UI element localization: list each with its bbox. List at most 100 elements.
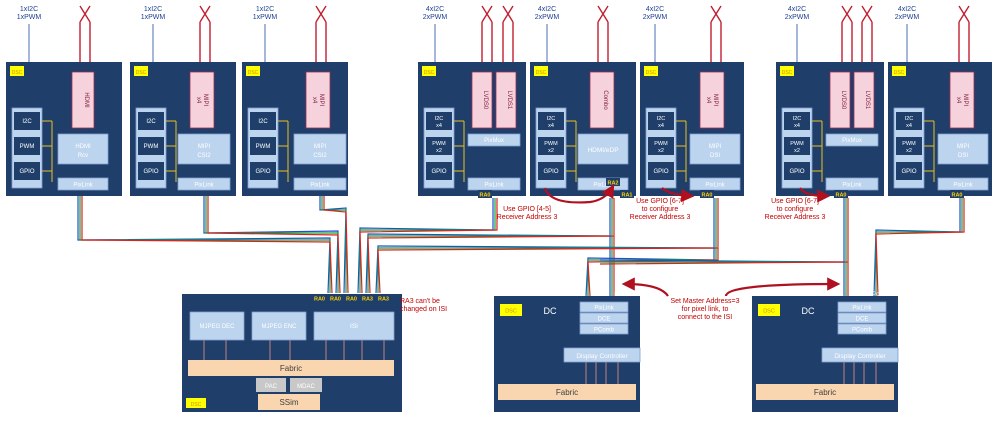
twisted-pair-connector [315,5,327,90]
dce-label: DCE [598,317,611,323]
ra-tag: RA2 [606,178,620,187]
pixlink-block [825,177,879,191]
dsc-label: DSC [136,70,147,76]
peripheral-cell [138,162,164,180]
peripheral-label: PWM [20,144,35,150]
peripheral-label: I2C [793,116,802,122]
peripheral-count: x2 [906,148,912,154]
fabric-label: Fabric [280,364,302,373]
peripheral-cell [250,137,276,155]
master-arrow [621,277,669,297]
dc-title: DC [802,306,815,316]
ra-tag-bg [376,294,391,302]
peripheral-count: x2 [436,148,442,154]
gpio-arrow [543,184,615,204]
dsc-label: DSC [763,309,775,315]
peripheral-cell [896,112,922,130]
connector-box [699,71,725,129]
pixlink-block [467,177,521,191]
peripheral-cell [648,112,674,130]
ra-tag-bg [344,294,359,302]
pixmux-label: PixMux [842,138,862,144]
dsc-badge [10,66,24,76]
peripheral-count: x4 [906,123,912,129]
ra-tag-bg [328,294,343,302]
peripheral-label: I2C [905,116,914,122]
wire-bundle [587,248,719,297]
function-block [57,133,109,165]
twisted-pair-connector [710,5,722,90]
pcomb-label: PComb [594,328,615,334]
wire-bundle [357,198,494,294]
wire-bundle [321,190,347,293]
ra-tag-label: RA1 [621,193,632,199]
pcomb-label: PComb [852,328,873,334]
pixlink-block [177,177,231,191]
mdac-label: MDAC [297,384,315,390]
peripheral-count: x4 [548,123,554,129]
peripheral-label: GPIO [431,169,446,175]
peripheral-cell [648,162,674,180]
peripheral-count: x2 [658,148,664,154]
dsc-badge [186,398,206,408]
wire-bundle [319,190,347,294]
dsc-label: DSC [424,70,435,76]
function-block [293,133,347,165]
pixlink-label: PixLink [310,183,330,189]
peripheral-label: I2C [146,119,156,125]
gpio-arrow [799,187,831,203]
pcomb-block [837,323,887,335]
ra-tag-bg [700,190,714,198]
wire-bundle [203,190,339,294]
wire-bundle [585,248,715,297]
wire-bundle [375,198,715,294]
ra-tag-label: RA3 [378,297,389,303]
dsc-label: DSC [782,70,793,76]
dc-title: DC [544,306,557,316]
twisted-pair-connector [502,5,514,90]
dsc-badge [134,66,148,76]
pixlink-block [579,301,629,313]
peripheral-label: GPIO [653,169,668,175]
block-sublabel: Rcv [78,153,88,159]
peripheral-cell [538,162,564,180]
dsc-label: DSC [191,402,202,408]
connector-box [305,71,331,129]
glue-line [454,120,465,182]
mjpeg-enc-block [251,311,307,341]
peripheral-cell [426,137,452,155]
glue-line [924,120,935,182]
peripheral-label: GPIO [789,169,804,175]
fabric-label: Fabric [814,388,836,397]
peripheral-cell [14,112,40,130]
wire-bundle [205,190,339,293]
function-block [577,133,629,165]
gpio-4-5-note: Use GPIO [4-5]Receiver Address 3 [496,206,558,221]
bus-wires [77,190,965,297]
peripheral-label: PWM [654,141,668,147]
connector-label: HDMI [83,92,89,108]
peripheral-count: x4 [794,123,800,129]
ra-tag-bg [606,178,620,186]
ra-tag-bg [312,294,327,302]
wire-bundle [359,198,496,293]
block-label: HDMI [75,144,91,150]
ra-tag-label: RA0 [701,193,712,199]
twisted-pair-connector [199,5,211,90]
peripheral-cell [538,112,564,130]
fabric-bar [756,384,894,400]
ra-tag-label: RA0 [314,297,325,303]
ra-tag-label: RA0 [346,297,357,303]
connector-box [829,71,851,129]
ra-tag: RA1 [620,190,634,199]
dsc-badge [644,66,658,76]
